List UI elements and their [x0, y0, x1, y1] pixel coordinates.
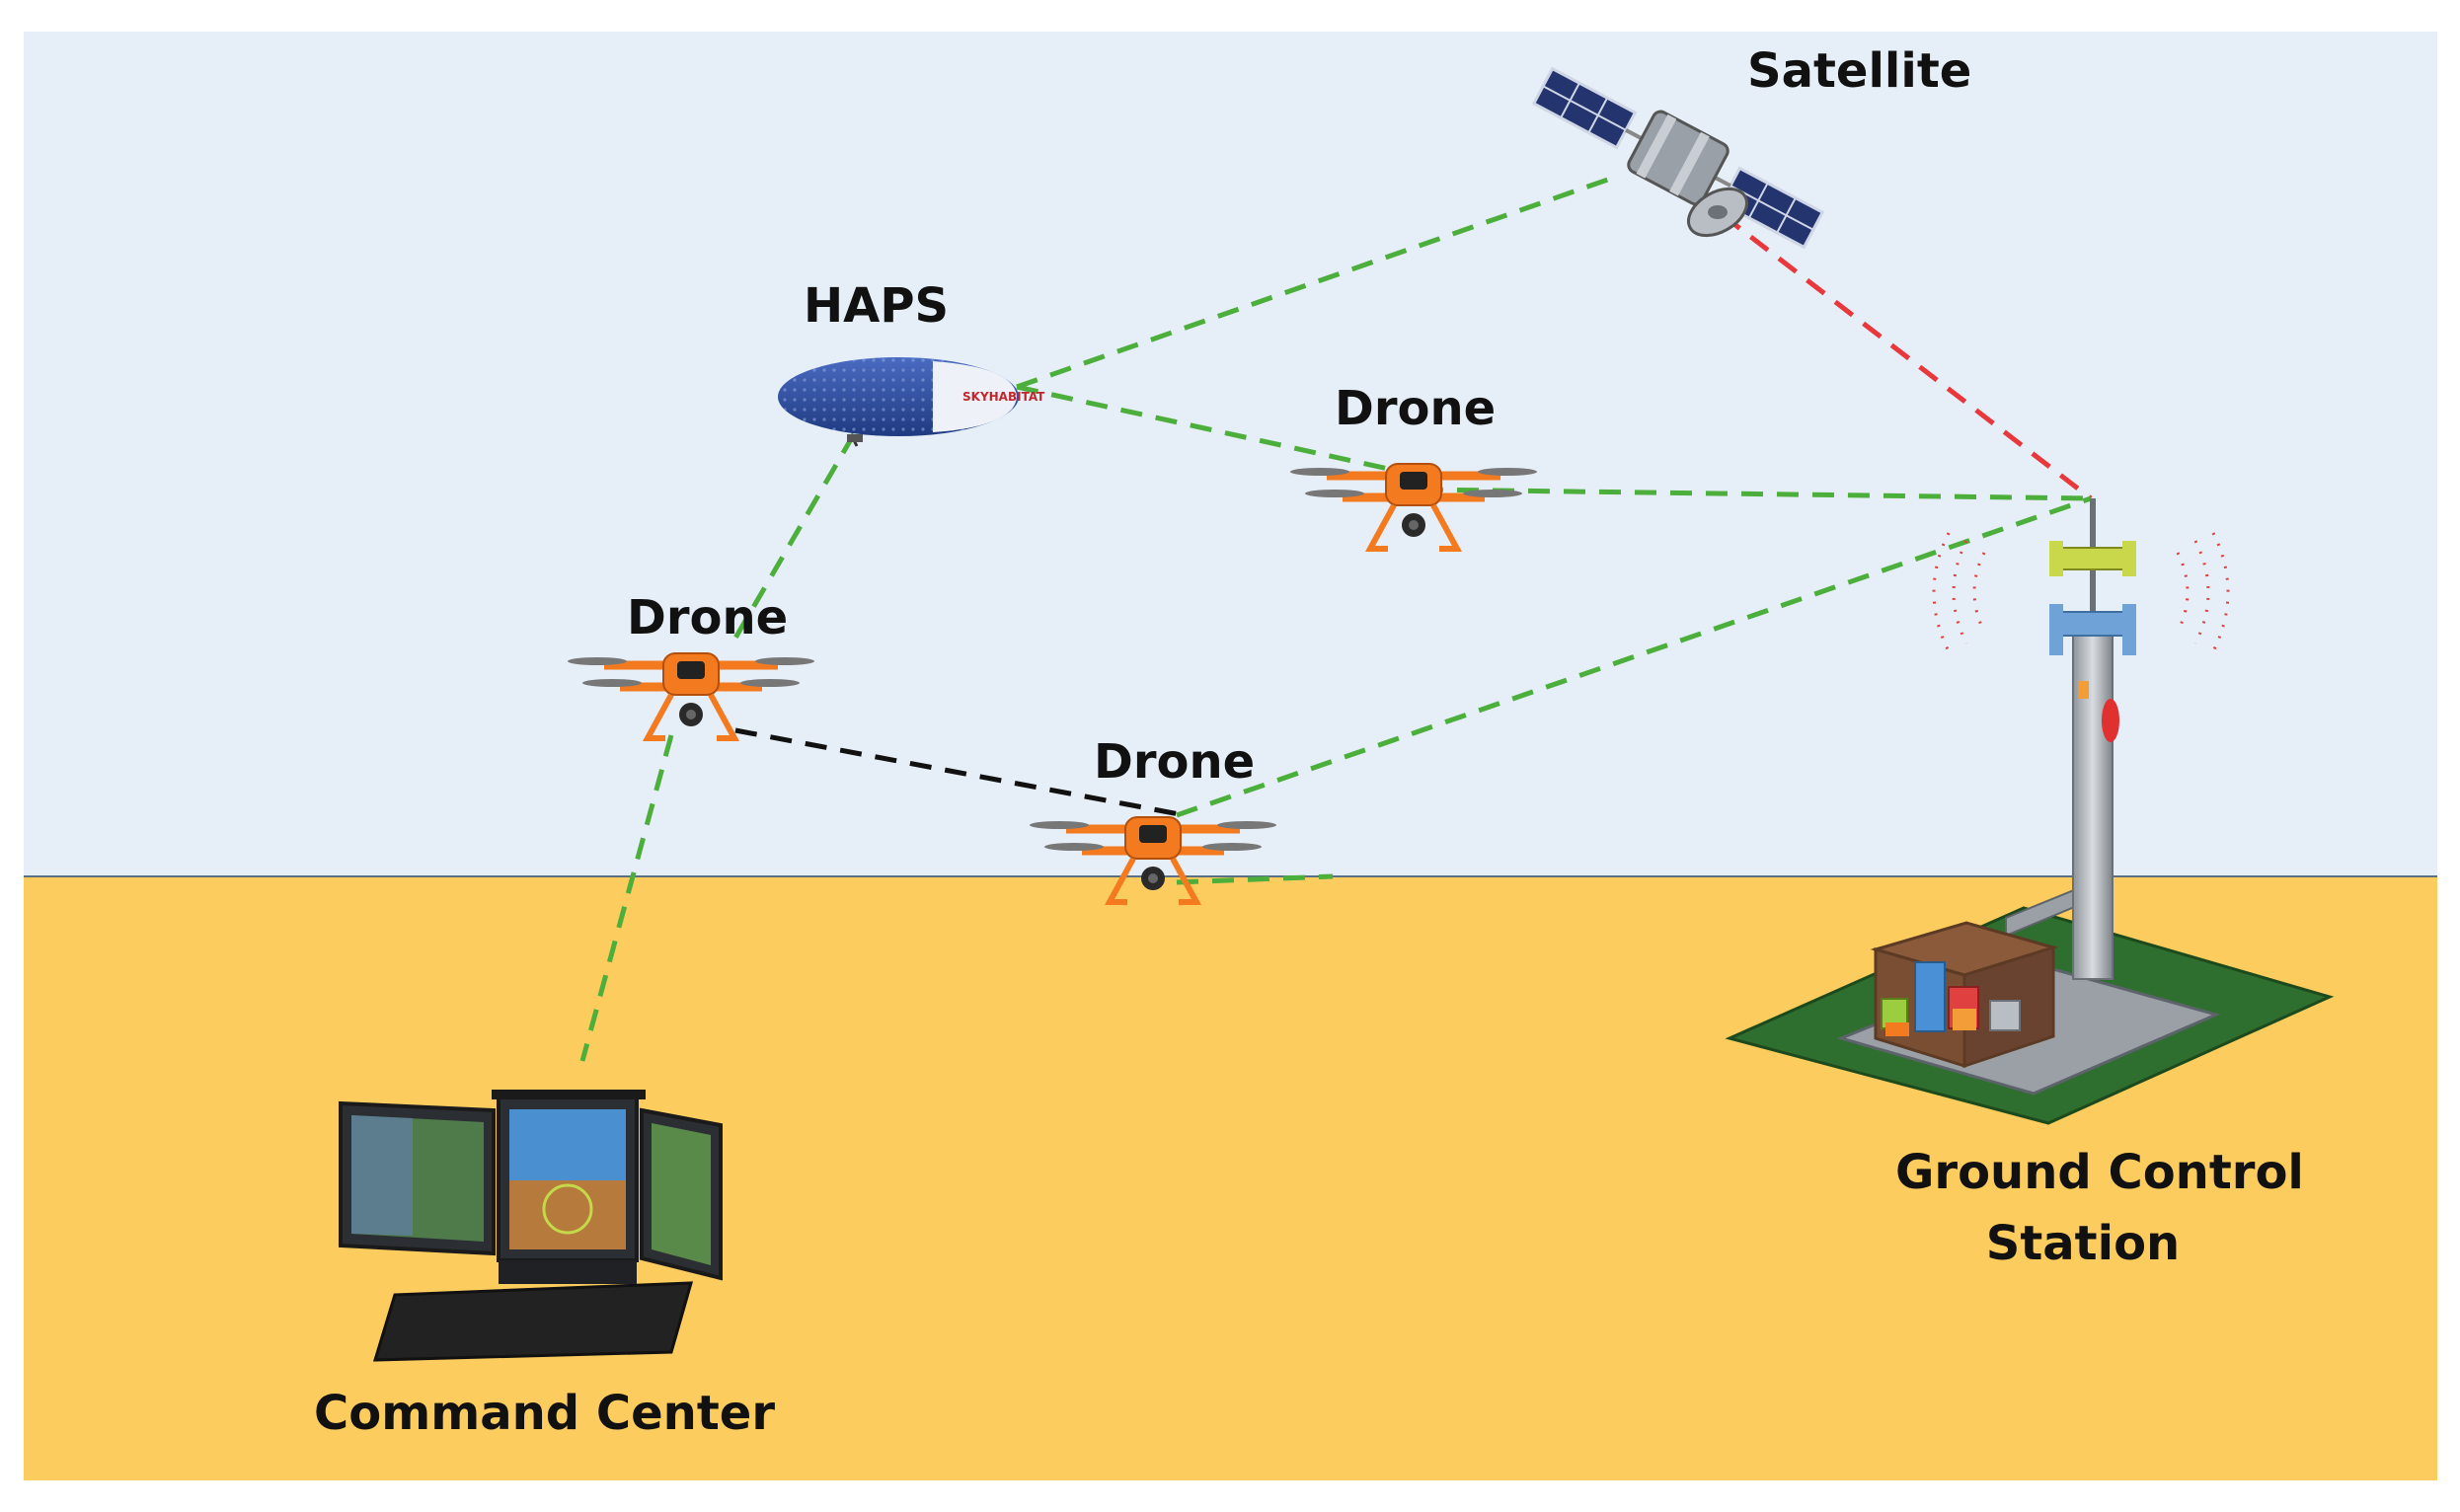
tower-mast	[2072, 611, 2114, 980]
drone-left-label: Drone	[627, 590, 789, 645]
keyboard-tray	[372, 1281, 694, 1362]
ground-control-station-label-line1: Ground Control	[1895, 1145, 2304, 1200]
ground-control-station-label-line2: Station	[1985, 1216, 2181, 1271]
link-drone-left-drone-center	[734, 727, 1186, 818]
link-haps-drone-left	[728, 432, 857, 648]
drone-center-label: Drone	[1094, 734, 1256, 790]
satellite-icon	[1531, 66, 1825, 250]
command-center-icon	[339, 1090, 723, 1362]
link-drone-right-ground-station	[1421, 487, 2092, 501]
satellite-label: Satellite	[1747, 43, 1972, 99]
link-satellite-ground-station	[1721, 213, 2093, 500]
signal-waves-left	[1932, 532, 1986, 652]
drone-left-icon	[568, 652, 814, 741]
link-drone-center-ground-station	[1176, 495, 2092, 818]
communication-links	[579, 173, 2093, 1062]
ground-control-station-icon	[1725, 498, 2335, 1125]
command-center-label: Command Center	[314, 1386, 775, 1441]
link-drone-center-ground	[1176, 873, 1334, 885]
signal-waves-right	[2176, 532, 2230, 652]
drone-center-icon	[1030, 816, 1276, 905]
link-drone-left-command-center	[579, 734, 674, 1062]
drone-right-icon	[1290, 463, 1537, 552]
haps-airship-icon: SKYHABITAT	[778, 357, 1045, 447]
link-haps-drone-right	[1016, 384, 1403, 475]
haps-label: HAPS	[804, 278, 950, 334]
drone-right-label: Drone	[1335, 381, 1497, 436]
haps-logo-text: SKYHABITAT	[962, 390, 1045, 404]
equipment-shelter	[1870, 921, 2059, 1069]
